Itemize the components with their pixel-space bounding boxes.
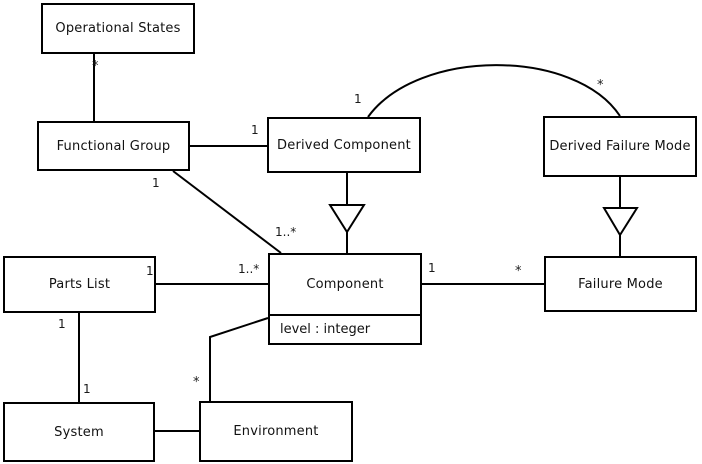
- multiplicity-derived-component-curve-source: 1: [354, 92, 362, 106]
- multiplicity-parts-list-component-target: 1..*: [238, 262, 260, 276]
- multiplicity-component-failure-mode-target: *: [515, 264, 522, 279]
- multiplicity-parts-list-system-source: 1: [58, 317, 66, 331]
- generalization-arrow-icon-derived-failure-mode: [602, 207, 639, 237]
- class-box-system[interactable]: System: [3, 402, 155, 462]
- multiplicity-component-failure-mode-source: 1: [428, 261, 436, 275]
- edge-environment-component: [209, 317, 269, 401]
- class-box-derived-failure-mode[interactable]: Derived Failure Mode: [543, 116, 697, 177]
- class-box-environment[interactable]: Environment: [199, 401, 353, 462]
- class-name-functional-group: Functional Group: [56, 138, 171, 154]
- class-name-parts-list: Parts List: [48, 277, 111, 292]
- class-box-operational-states[interactable]: Operational States: [41, 3, 195, 54]
- multiplicity-parts-list-component-source: 1: [146, 264, 154, 278]
- class-box-component[interactable]: Component level : integer: [268, 253, 422, 345]
- class-name-derived-component: Derived Component: [277, 137, 411, 153]
- class-name-derived-failure-mode: Derived Failure Mode: [549, 139, 691, 154]
- edge-derived-component-derived-failure-mode: [367, 64, 621, 118]
- class-name-environment: Environment: [233, 424, 319, 439]
- class-name-operational-states: Operational States: [55, 21, 181, 36]
- multiplicity-functional-group-derived-component: 1: [251, 123, 259, 137]
- class-attribute-component-level: level : integer: [270, 314, 420, 343]
- edge-functional-group-component: [172, 170, 282, 254]
- class-name-failure-mode: Failure Mode: [578, 276, 663, 292]
- class-box-functional-group[interactable]: Functional Group: [37, 121, 190, 171]
- class-box-failure-mode[interactable]: Failure Mode: [544, 256, 697, 312]
- multiplicity-functional-group-component-target: 1..*: [275, 225, 297, 239]
- multiplicity-operational-states: *: [92, 59, 99, 74]
- class-name-system: System: [54, 424, 104, 440]
- class-box-derived-component[interactable]: Derived Component: [267, 117, 421, 173]
- multiplicity-derived-failure-mode-curve-target: *: [597, 78, 604, 93]
- class-box-parts-list[interactable]: Parts List: [3, 256, 156, 313]
- class-name-component: Component: [306, 277, 384, 292]
- multiplicity-environment-component: *: [193, 375, 200, 390]
- multiplicity-parts-list-system-target: 1: [83, 382, 91, 396]
- generalization-arrow-icon-derived-component: [328, 204, 366, 234]
- multiplicity-functional-group-component-source: 1: [152, 176, 160, 190]
